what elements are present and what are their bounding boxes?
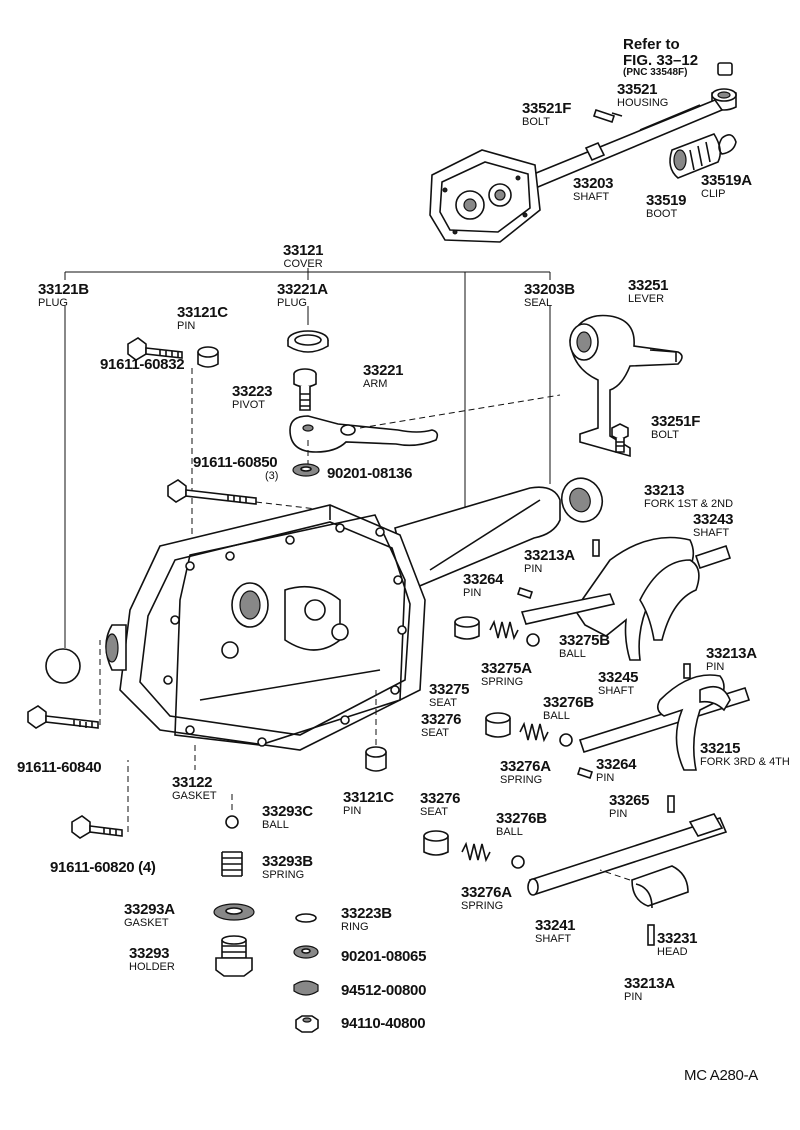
reference-line-1: Refer to xyxy=(623,36,680,53)
reference-line-2: FIG. 33–12 xyxy=(623,52,699,69)
detent-33276-lower-drawing xyxy=(423,830,525,869)
part-label: 94110-40800 xyxy=(341,1015,426,1032)
reference-line-3: (PNC 33548F) xyxy=(623,67,688,78)
bolt-91611-60850-drawing xyxy=(167,479,326,511)
bolt-33251f-drawing xyxy=(611,423,629,453)
pin-33121c-lower-drawing xyxy=(365,690,387,772)
seal-33203b-drawing xyxy=(560,477,604,523)
lever-33251-drawing xyxy=(569,314,683,458)
arm-hardware-stack-drawing xyxy=(293,913,319,1033)
bolt-91611-60820-drawing xyxy=(71,760,129,839)
cover-bracket xyxy=(64,268,551,648)
figure-code: MC A280-A xyxy=(684,1067,758,1084)
detent-33275-set-drawing xyxy=(454,616,540,647)
part-label: 94512-00800 xyxy=(341,982,427,999)
fork-33213-drawing xyxy=(516,536,732,661)
cover-33121-drawing xyxy=(105,486,561,770)
fork-33215-drawing xyxy=(576,663,751,813)
part-label: 91611-60840 xyxy=(17,759,102,776)
plug-33221a-drawing xyxy=(287,330,329,353)
arm-33221-drawing xyxy=(289,394,561,470)
part-label: 91611-60820 (4) xyxy=(50,859,156,876)
pin-33121c-drawing xyxy=(191,346,219,540)
shaft-33241-drawing xyxy=(527,813,728,946)
pivot-33223-drawing xyxy=(293,368,317,411)
part-label: 90201-08065 xyxy=(341,948,427,965)
part-label: 90201-08136 xyxy=(327,465,413,482)
bolt-91611-60840-drawing xyxy=(27,640,101,729)
detent-stack-drawing xyxy=(213,790,255,977)
shift-housing-drawing xyxy=(429,62,737,243)
detent-33276-upper-drawing xyxy=(485,712,573,747)
plug-33121b-drawing xyxy=(45,648,81,684)
part-label: 91611-60850(3) xyxy=(193,454,279,482)
bolt-91611-60832-drawing xyxy=(127,337,183,361)
washer-90201-08136-drawing xyxy=(292,463,320,477)
part-label: 91611-60832 xyxy=(100,356,185,373)
